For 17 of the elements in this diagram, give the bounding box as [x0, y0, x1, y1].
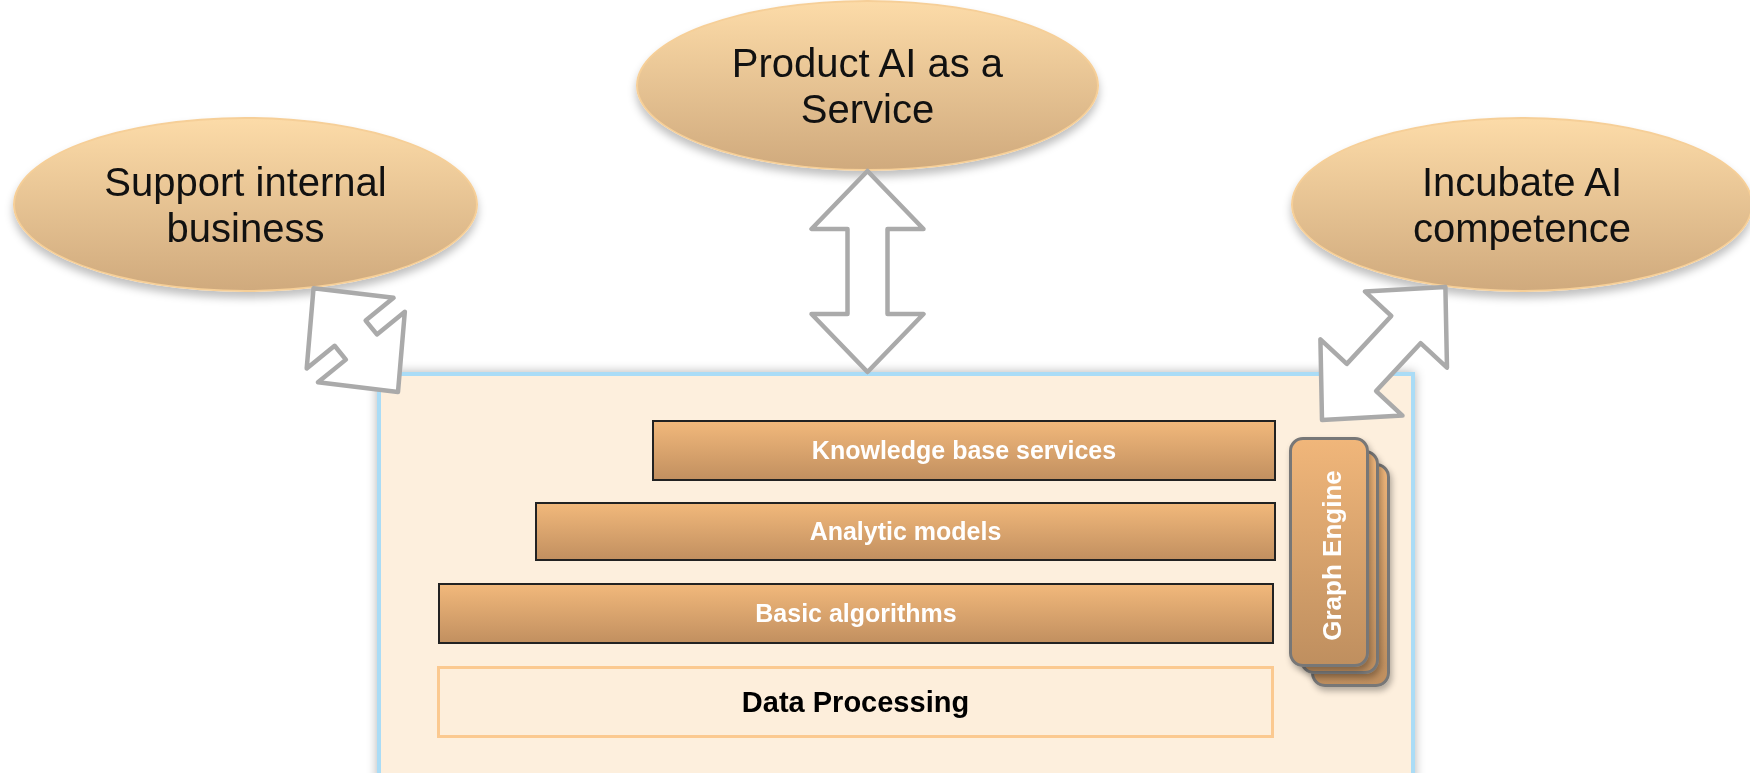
layer-label: Graph Engine	[1316, 469, 1348, 641]
layer-label: Data Processing	[741, 685, 970, 719]
platform-panel	[377, 372, 1415, 773]
goal-label: Product AI as a Service	[730, 39, 1005, 132]
layer-bar	[652, 420, 1276, 481]
layer-label: Knowledge base services	[811, 436, 1117, 465]
double-arrow	[304, 285, 408, 395]
stacked-cards	[1289, 437, 1390, 687]
double-arrow	[1318, 284, 1450, 423]
layer-bar	[438, 583, 1274, 644]
double-arrow	[809, 168, 926, 375]
goal-label: Support internal business	[103, 158, 388, 251]
layer-box	[437, 666, 1274, 738]
layer-label: Basic algorithms	[755, 599, 957, 628]
goal-label: Incubate AI competence	[1412, 158, 1632, 251]
layer-bar	[535, 502, 1276, 561]
layer-label: Analytic models	[809, 517, 1002, 546]
